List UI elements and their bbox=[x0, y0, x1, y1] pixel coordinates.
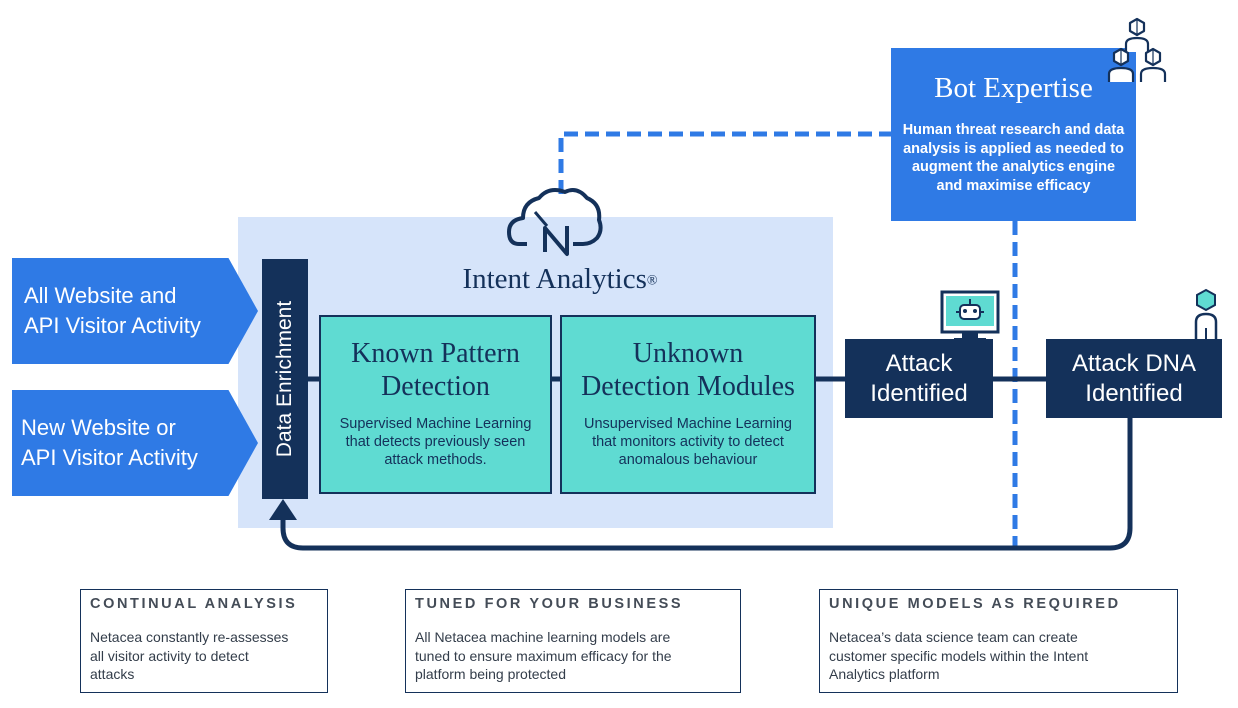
module-desc-line: anomalous behaviour bbox=[618, 452, 758, 468]
info-box-description: Netacea constantly re-assesses all visit… bbox=[90, 628, 319, 684]
team-icon bbox=[1107, 17, 1167, 82]
bot-desc-line: Human threat research and data bbox=[902, 122, 1125, 138]
data-enrichment-label: Data Enrichment bbox=[273, 300, 296, 458]
robot-monitor-icon bbox=[940, 290, 1000, 342]
info-desc-line: Analytics platform bbox=[829, 666, 940, 682]
attack-dna-box: Attack DNA Identified bbox=[1046, 339, 1222, 418]
module-title-line: Unknown bbox=[632, 338, 744, 369]
bot-expertise-description: Human threat research and data analysis … bbox=[891, 121, 1136, 195]
info-box-continual-analysis: CONTINUAL ANALYSIS Netacea constantly re… bbox=[80, 589, 328, 693]
bot-desc-line: and maximise efficacy bbox=[936, 177, 1091, 194]
module-title-line: Detection bbox=[381, 371, 490, 402]
info-box-description: All Netacea machine learning models are … bbox=[415, 628, 732, 684]
input-arrow-line: New Website or bbox=[21, 415, 176, 440]
input-arrow-line: API Visitor Activity bbox=[24, 313, 201, 338]
info-box-unique-models: UNIQUE MODELS AS REQUIRED Netacea’s data… bbox=[819, 589, 1178, 693]
info-desc-line: all visitor activity to detect bbox=[90, 647, 249, 664]
module-description: Supervised Machine Learning that detects… bbox=[321, 415, 550, 469]
input-arrow-new-activity: New Website or API Visitor Activity bbox=[12, 390, 258, 496]
info-box-description: Netacea’s data science team can create c… bbox=[829, 628, 1169, 684]
bot-to-cloud-dashed-line bbox=[558, 131, 893, 196]
info-desc-line: Netacea constantly re-assesses bbox=[90, 629, 289, 645]
module-desc-line: that monitors activity to detect bbox=[592, 434, 784, 450]
cloud-logo-icon bbox=[507, 188, 603, 256]
bot-desc-line: analysis is applied as needed to bbox=[903, 140, 1124, 157]
module-title: Known Pattern Detection bbox=[321, 337, 550, 403]
module-desc-line: Unsupervised Machine Learning bbox=[584, 416, 792, 432]
info-desc-line: platform being protected bbox=[415, 666, 566, 682]
info-desc-line: customer specific models within the Inte… bbox=[829, 647, 1089, 664]
known-pattern-module: Known Pattern Detection Supervised Machi… bbox=[319, 315, 552, 494]
data-enrichment-bar: Data Enrichment bbox=[262, 259, 308, 499]
attack-dna-line: Identified bbox=[1085, 379, 1183, 407]
module-desc-line: that detects previously seen bbox=[345, 434, 526, 450]
attack-dna-line: Attack DNA bbox=[1071, 349, 1197, 377]
bot-desc-line: augment the analytics engine bbox=[911, 159, 1116, 175]
feedback-arrowhead bbox=[269, 499, 297, 520]
info-desc-line: attacks bbox=[90, 666, 135, 682]
input-arrow-line: All Website and bbox=[24, 283, 177, 308]
module-title-line: Detection Modules bbox=[581, 371, 795, 402]
bot-expertise-title: Bot Expertise bbox=[934, 72, 1093, 104]
intent-analytics-title: Intent Analytics® bbox=[430, 263, 690, 296]
module-desc-line: attack methods. bbox=[384, 452, 487, 468]
info-box-title: TUNED FOR YOUR BUSINESS bbox=[415, 596, 684, 612]
attack-identified-box: Attack Identified bbox=[845, 339, 993, 418]
unknown-detection-module: Unknown Detection Modules Unsupervised M… bbox=[560, 315, 816, 494]
module-title-line: Known Pattern bbox=[351, 338, 520, 369]
info-desc-line: Netacea’s data science team can create bbox=[829, 629, 1078, 645]
registered-mark: ® bbox=[646, 273, 658, 289]
attack-identified-line: Identified bbox=[870, 379, 968, 407]
input-arrow-line: API Visitor Activity bbox=[21, 445, 198, 470]
feedback-loop-line bbox=[280, 418, 1133, 551]
info-box-title: CONTINUAL ANALYSIS bbox=[90, 596, 298, 612]
module-desc-line: Supervised Machine Learning bbox=[339, 416, 532, 432]
brand-name: Intent Analytics bbox=[462, 263, 647, 295]
info-desc-line: All Netacea machine learning models are bbox=[415, 629, 671, 645]
info-desc-line: tuned to ensure maximum efficacy for the bbox=[415, 647, 672, 664]
bot-expertise-box: Bot Expertise Human threat research and … bbox=[891, 48, 1136, 221]
info-box-title: UNIQUE MODELS AS REQUIRED bbox=[829, 596, 1121, 612]
module-description: Unsupervised Machine Learning that monit… bbox=[562, 415, 814, 469]
person-icon bbox=[1194, 288, 1218, 344]
input-arrow-all-activity: All Website and API Visitor Activity bbox=[12, 258, 258, 364]
info-box-tuned-for-business: TUNED FOR YOUR BUSINESS All Netacea mach… bbox=[405, 589, 741, 693]
module-title: Unknown Detection Modules bbox=[562, 337, 814, 403]
attack-identified-line: Attack bbox=[885, 349, 953, 377]
